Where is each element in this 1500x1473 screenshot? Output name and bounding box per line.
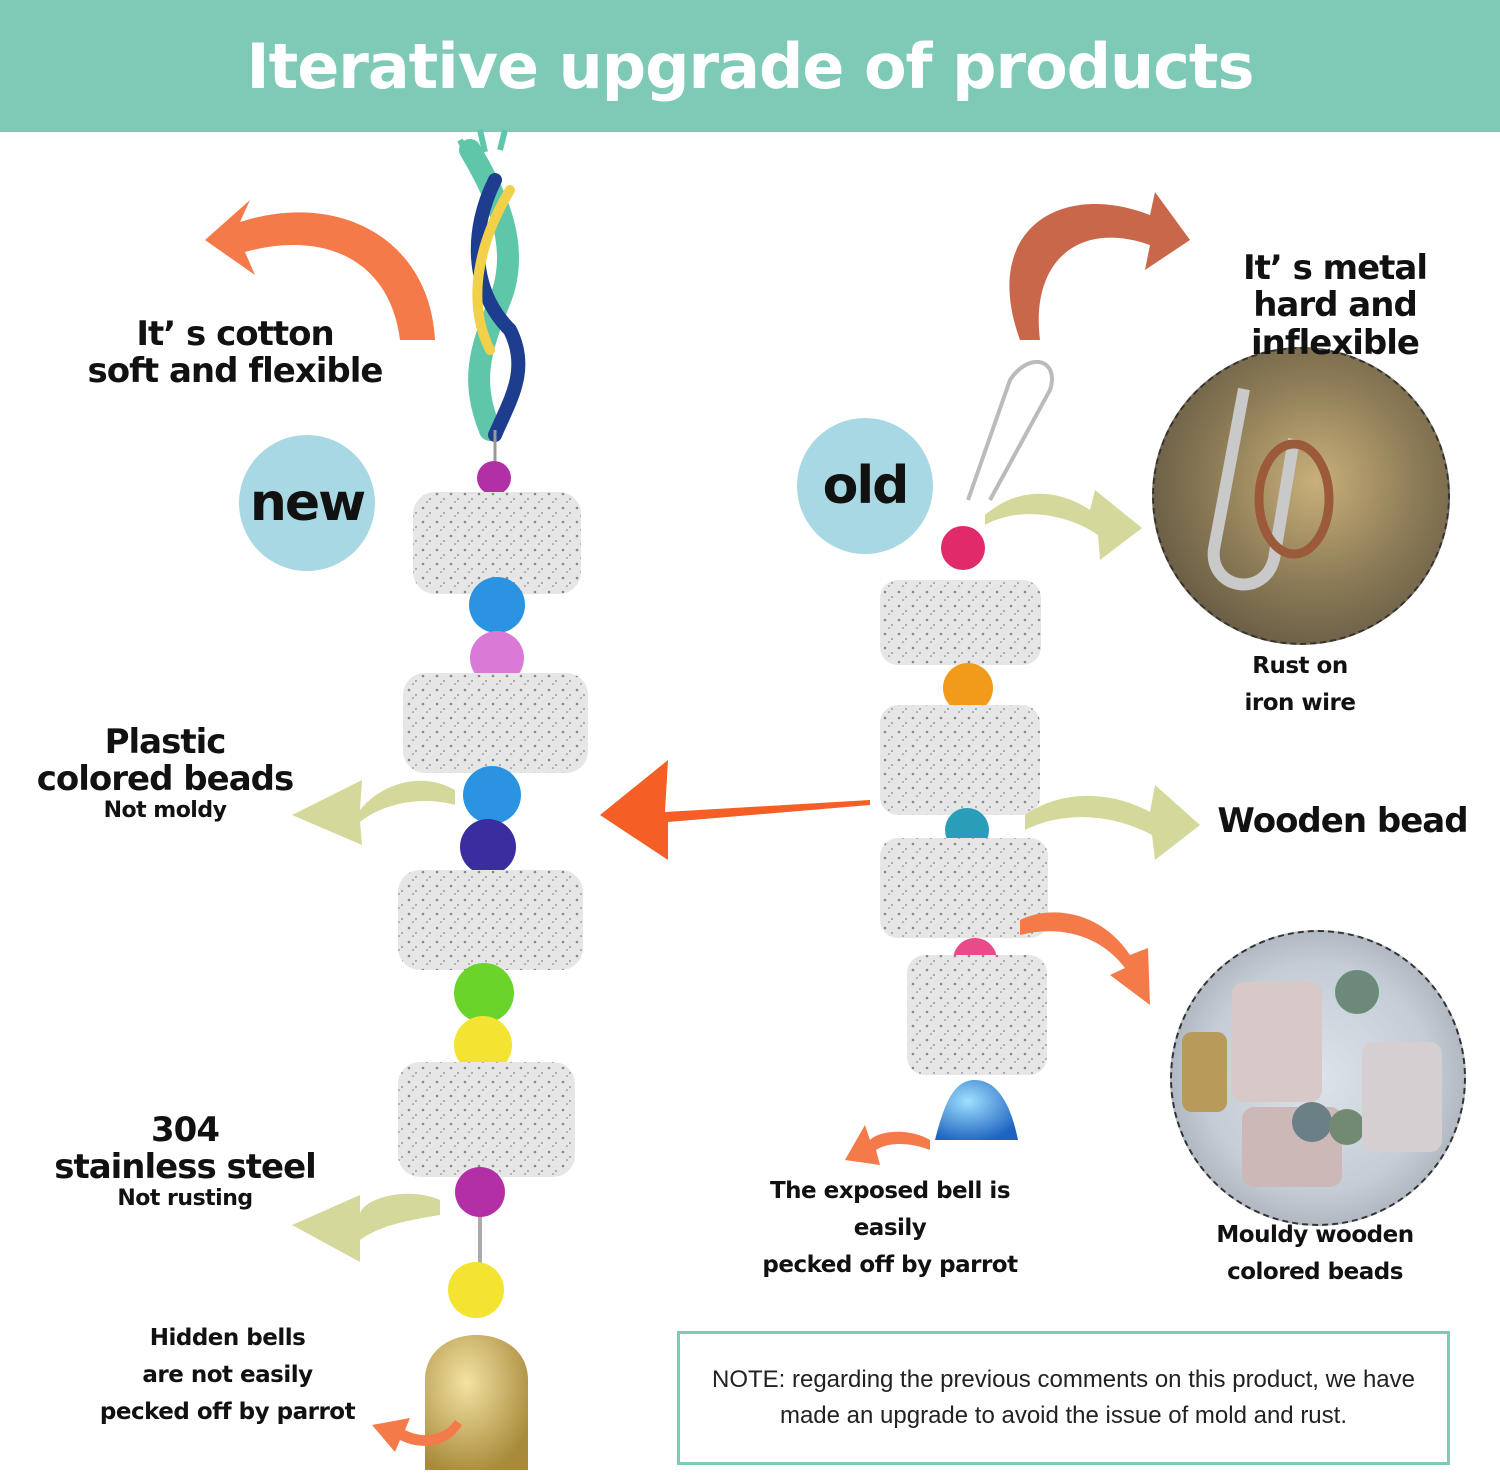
- note-line-1: NOTE: regarding the previous comments on…: [711, 1366, 1415, 1393]
- cotton-rope: [457, 129, 526, 442]
- mouldy-line-2: colored beads: [1227, 1258, 1403, 1285]
- rust-arrow: [985, 490, 1142, 560]
- cotton-line-2: soft and flexible: [87, 351, 384, 392]
- plastic-line-2: colored beads: [36, 759, 294, 800]
- rust-line-2: iron wire: [1244, 689, 1356, 716]
- new-badge: new: [239, 435, 375, 571]
- rust-label: Rust on iron wire: [1200, 648, 1400, 722]
- page-title: Iterative upgrade of products: [246, 29, 1255, 103]
- rust-photo: [1152, 347, 1450, 645]
- exposed-bell-line-1: The exposed bell is easily: [769, 1178, 1011, 1241]
- mould-arrow: [1020, 912, 1150, 1005]
- steel-label: 304 stainless steel Not rusting: [50, 1110, 320, 1211]
- mouldy-line-1: Mouldy wooden: [1216, 1222, 1414, 1248]
- steel-arrow: [292, 1193, 440, 1262]
- metal-line-1: It’ s metal: [1242, 248, 1428, 288]
- wooden-bead-label: Wooden bead: [1217, 801, 1468, 841]
- old-toy: [880, 359, 1054, 1140]
- bell-arrow: [845, 1125, 930, 1165]
- old-badge: old: [797, 418, 933, 554]
- exposed-bell-label: The exposed bell is easily pecked off by…: [735, 1173, 1045, 1283]
- bells-line-1: Hidden bells: [149, 1325, 306, 1351]
- wooden-arrow: [1025, 785, 1200, 860]
- plastic-label: Plastic colored beads Not moldy: [30, 722, 300, 823]
- cotton-arrow: [205, 200, 435, 340]
- rust-line-1: Rust on: [1252, 653, 1348, 679]
- hidden-bell-arrow: [372, 1418, 462, 1452]
- mould-photo: [1170, 930, 1466, 1226]
- plastic-line-1: Plastic: [104, 722, 227, 762]
- bells-line-2: are not easily: [142, 1361, 313, 1388]
- cotton-line-1: It’ s cotton: [136, 314, 334, 354]
- metal-arrow: [1009, 192, 1190, 340]
- steel-line-2: stainless steel: [54, 1147, 317, 1188]
- title-banner: Iterative upgrade of products: [0, 0, 1500, 132]
- exposed-bell-line-2: pecked off by parrot: [762, 1251, 1018, 1278]
- note-box: NOTE: regarding the previous comments on…: [677, 1331, 1450, 1465]
- metal-label: It’ s metal hard and inflexible: [1175, 248, 1495, 363]
- plastic-sub: Not moldy: [103, 797, 227, 823]
- mouldy-label: Mouldy wooden colored beads: [1200, 1217, 1430, 1291]
- bells-line-3: pecked off by parrot: [99, 1398, 356, 1425]
- note-line-2: made an upgrade to avoid the issue of mo…: [779, 1402, 1347, 1429]
- steel-line-1: 304: [151, 1110, 220, 1150]
- metal-line-2: hard and inflexible: [1250, 285, 1420, 363]
- cotton-label: It’ s cotton soft and flexible: [80, 314, 390, 392]
- hidden-bells-label: Hidden bells are not easily pecked off b…: [95, 1320, 360, 1430]
- new-toy: [398, 461, 588, 1470]
- plastic-arrow: [292, 780, 455, 845]
- steel-sub: Not rusting: [117, 1185, 253, 1211]
- compare-arrow: [600, 760, 870, 860]
